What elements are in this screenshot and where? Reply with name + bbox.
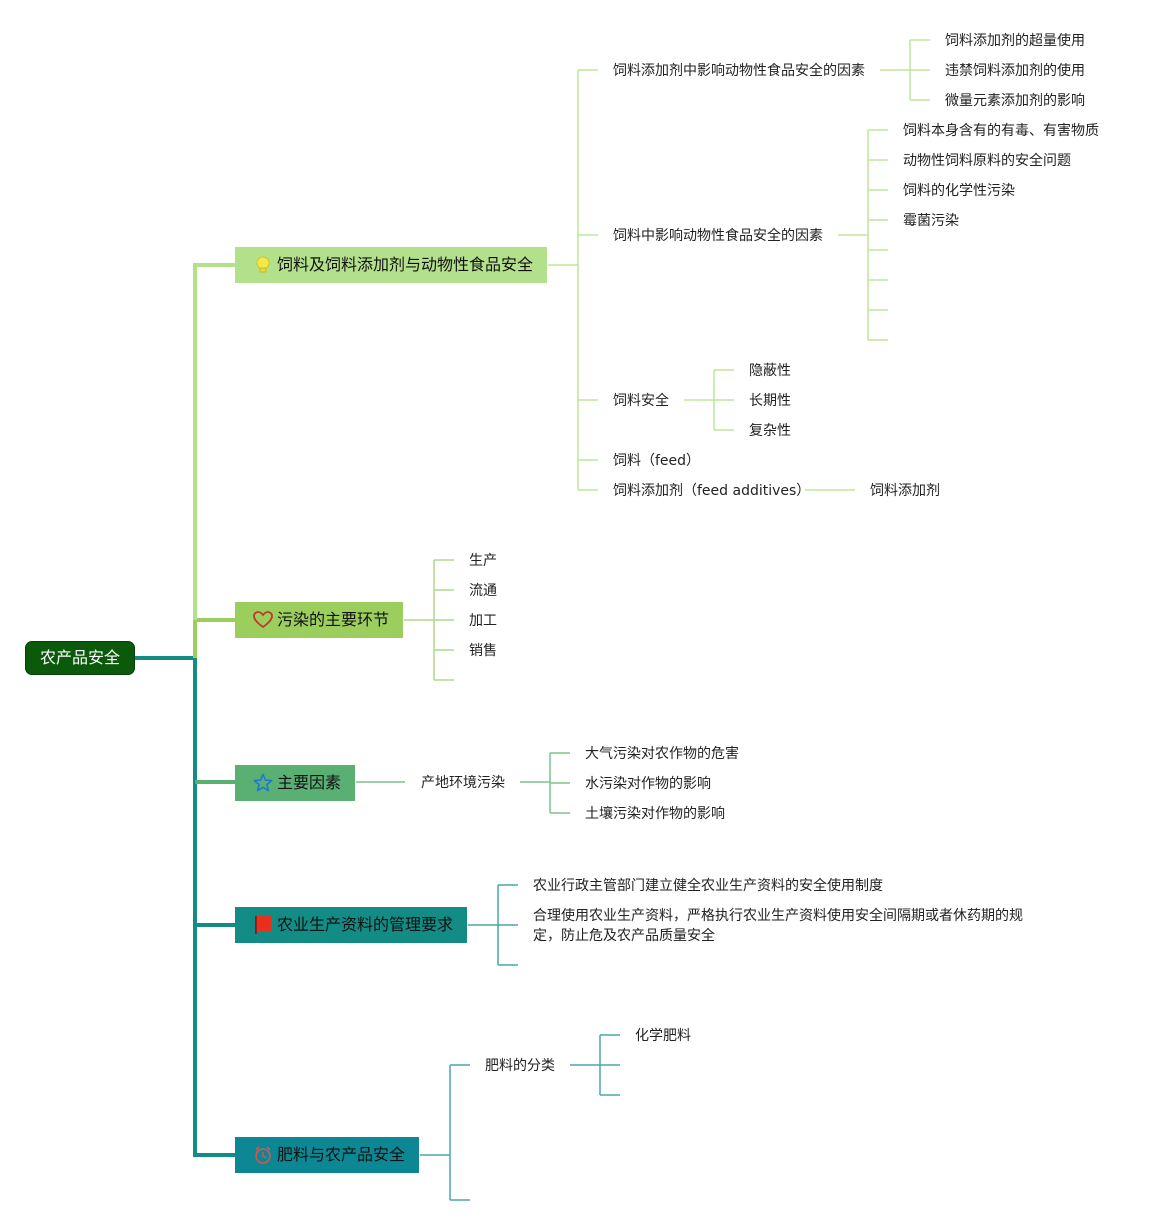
- lightbulb-icon: [256, 256, 270, 273]
- leaf-item[interactable]: 长期性: [749, 393, 791, 409]
- branch-label: 肥料与农产品安全: [277, 1145, 406, 1164]
- node-env-pollution[interactable]: 产地环境污染: [421, 775, 505, 791]
- leaf-item[interactable]: 饲料添加剂: [870, 483, 940, 499]
- node-feed-safety[interactable]: 饲料安全: [613, 393, 669, 409]
- node-fertilizer-classification[interactable]: 肥料的分类: [485, 1058, 555, 1074]
- leaf-item[interactable]: 隐蔽性: [749, 363, 791, 379]
- branch-label: 饲料及饲料添加剂与动物性食品安全: [277, 255, 534, 274]
- node-additive-factors[interactable]: 饲料添加剂中影响动物性食品安全的因素: [613, 63, 865, 79]
- connector-feed: [193, 263, 235, 620]
- node-feed[interactable]: 饲料（feed）: [613, 453, 701, 469]
- branch-label: 农业生产资料的管理要求: [277, 915, 454, 934]
- branch-feed-safety[interactable]: 饲料及饲料添加剂与动物性食品安全: [235, 247, 548, 283]
- leaf-item[interactable]: 农业行政主管部门建立健全农业生产资料的安全使用制度: [533, 878, 883, 894]
- leaf-item[interactable]: 化学肥料: [635, 1028, 691, 1044]
- leaf-item[interactable]: 霉菌污染: [903, 213, 959, 229]
- connector-pollution: [193, 618, 235, 658]
- leaf-item[interactable]: 复杂性: [749, 423, 791, 439]
- leaf-item[interactable]: 动物性饲料原料的安全问题: [903, 153, 1071, 169]
- leaf-item[interactable]: 销售: [469, 643, 497, 659]
- leaf-item[interactable]: 生产: [469, 553, 497, 569]
- leaf-item[interactable]: 微量元素添加剂的影响: [945, 93, 1085, 109]
- branch-label: 污染的主要环节: [277, 610, 390, 629]
- leaf-item[interactable]: 水污染对作物的影响: [585, 776, 711, 792]
- connector-trunk-lower: [193, 658, 235, 1157]
- alarm-clock-icon: [255, 1146, 271, 1164]
- leaf-item[interactable]: 加工: [469, 613, 497, 629]
- flag-icon: [255, 916, 271, 934]
- branch-pollution-links[interactable]: 污染的主要环节: [235, 602, 404, 638]
- leaf-item[interactable]: 饲料的化学性污染: [903, 183, 1015, 199]
- leaf-item[interactable]: 违禁饲料添加剂的使用: [945, 63, 1085, 79]
- leaf-item[interactable]: 饲料本身含有的有毒、有害物质: [903, 123, 1099, 139]
- branch-label: 主要因素: [277, 773, 342, 792]
- leaf-item[interactable]: 土壤污染对作物的影响: [585, 806, 725, 822]
- branch-fertilizer[interactable]: 肥料与农产品安全: [235, 1137, 420, 1173]
- leaf-item[interactable]: 合理使用农业生产资料，严格执行农业生产资料使用安全间隔期或者休药期的规定，防止危…: [533, 908, 1023, 944]
- node-feed-additives[interactable]: 饲料添加剂（feed additives）: [613, 483, 811, 499]
- branch-main-factors[interactable]: 主要因素: [235, 765, 356, 801]
- root-node[interactable]: 农产品安全: [25, 641, 135, 675]
- leaf-item[interactable]: 饲料添加剂的超量使用: [945, 33, 1085, 49]
- node-feed-factors[interactable]: 饲料中影响动物性食品安全的因素: [613, 228, 823, 244]
- branch-management[interactable]: 农业生产资料的管理要求: [235, 907, 468, 943]
- leaf-item[interactable]: 大气污染对农作物的危害: [585, 746, 739, 762]
- star-icon: [253, 773, 273, 792]
- leaf-item[interactable]: 流通: [469, 583, 497, 599]
- heart-icon: [253, 611, 273, 629]
